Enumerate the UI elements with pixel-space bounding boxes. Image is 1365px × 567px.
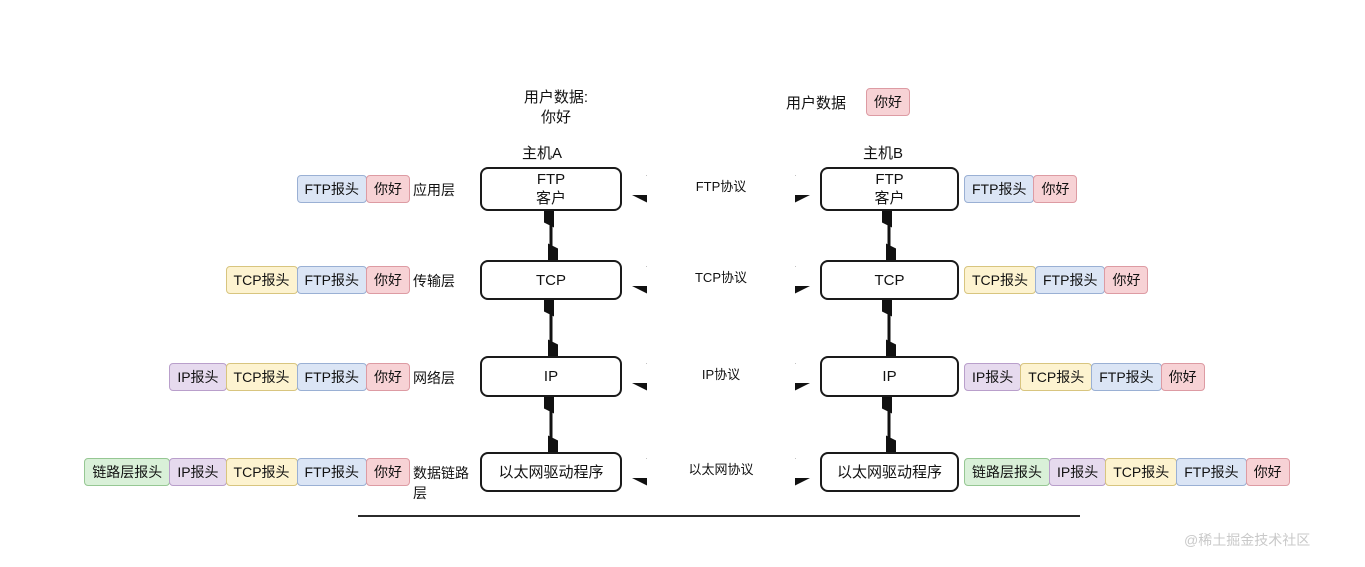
stack-box-line2: 客户	[535, 190, 566, 207]
stack-box-datalink-left[interactable]: 以太网驱动程序	[480, 452, 622, 492]
packet-segment-data: 你好	[366, 362, 410, 391]
stack-box-line1: FTP	[536, 171, 566, 188]
packet-segment-data: 你好	[1104, 266, 1149, 294]
packet-segment-tcp: TCP报头	[225, 362, 298, 391]
packet-chain-application-left: FTP报头你好	[0, 175, 410, 203]
packet-chain-application-right: FTP报头你好	[964, 175, 1364, 203]
packet-segment-tcp: TCP报头	[225, 266, 298, 294]
packet-segment-ftp: FTP报头	[1176, 458, 1247, 486]
vertical-arrow-right-1	[882, 300, 896, 356]
packet-segment-tcp: TCP报头	[1020, 362, 1093, 391]
packet-segment-tcp: TCP报头	[1105, 458, 1178, 486]
bottom-divider	[358, 515, 1080, 517]
protocol-label-network: IP协议	[622, 363, 820, 383]
packet-segment-ip: IP报头	[169, 458, 227, 486]
packet-segment-ftp: FTP报头	[1035, 266, 1106, 294]
stack-box-line2: 客户	[874, 190, 905, 207]
host-b-label: 主机B	[863, 145, 904, 162]
stack-box-transport-right[interactable]: TCP	[820, 260, 959, 300]
layer-label-application: 应用层	[413, 182, 455, 198]
stack-box-application-right[interactable]: FTP 客户	[820, 167, 959, 211]
protocol-label-application: FTP协议	[622, 176, 820, 195]
packet-segment-ip: IP报头	[964, 362, 1022, 391]
stack-box-line1: IP	[543, 368, 559, 385]
packet-segment-data: 你好	[366, 175, 410, 203]
host-a-label: 主机A	[522, 145, 563, 162]
stack-box-line1: 以太网驱动程序	[498, 463, 604, 481]
packet-segment-data: 你好	[366, 458, 410, 486]
packet-segment-data: 你好	[366, 266, 410, 294]
packet-segment-data: 你好	[1245, 458, 1290, 486]
protocol-arrow-network: IP协议	[622, 362, 820, 392]
user-data-right-payload: 你好	[866, 88, 910, 116]
user-data-left-label: 用户数据: 你好	[523, 89, 589, 126]
packet-segment-link: 链路层报头	[84, 458, 171, 486]
protocol-label-transport: TCP协议	[622, 267, 820, 286]
packet-segment-tcp: TCP报头	[964, 266, 1036, 294]
stack-box-line1: 以太网驱动程序	[836, 463, 942, 481]
packet-segment-ftp: FTP报头	[964, 175, 1035, 203]
vertical-arrow-left-0	[544, 211, 558, 260]
layer-label-transport: 传输层	[413, 273, 455, 289]
stack-box-transport-left[interactable]: TCP	[480, 260, 622, 300]
packet-segment-ip: IP报头	[1049, 458, 1107, 486]
protocol-arrow-datalink: 以太网协议	[622, 457, 820, 487]
layer-label-datalink: 数据链路层	[413, 465, 469, 501]
protocol-arrow-application: FTP协议	[622, 174, 820, 204]
packet-segment-ftp: FTP报头	[296, 362, 367, 391]
stack-box-line1: TCP	[536, 271, 566, 289]
stack-box-network-right[interactable]: IP	[820, 356, 959, 397]
vertical-arrow-left-2	[544, 397, 558, 452]
stack-box-line1: TCP	[874, 271, 905, 289]
vertical-arrow-left-1	[544, 300, 558, 356]
vertical-arrow-right-2	[882, 397, 896, 452]
packet-segment-ftp: FTP报头	[296, 266, 367, 294]
stack-box-datalink-right[interactable]: 以太网驱动程序	[820, 452, 959, 492]
stack-box-network-left[interactable]: IP	[480, 356, 622, 397]
packet-segment-data: 你好	[1160, 362, 1205, 391]
vertical-arrow-right-0	[882, 211, 896, 260]
user-data-right-label: 用户数据	[786, 95, 847, 112]
stack-box-application-left[interactable]: FTP 客户	[480, 167, 622, 211]
packet-segment-tcp: TCP报头	[225, 458, 298, 486]
packet-segment-link: 链路层报头	[964, 458, 1050, 486]
protocol-arrow-transport: TCP协议	[622, 265, 820, 295]
payload-segment: 你好	[866, 88, 910, 116]
stack-box-line1: IP	[882, 368, 897, 385]
protocol-label-datalink: 以太网协议	[622, 459, 820, 478]
packet-segment-ip: IP报头	[169, 362, 227, 391]
stack-box-line1: FTP	[875, 171, 904, 188]
packet-segment-ftp: FTP报头	[1091, 362, 1162, 391]
layer-label-network: 网络层	[413, 369, 455, 386]
watermark: @稀土掘金技术社区	[1184, 532, 1311, 548]
packet-segment-data: 你好	[1033, 175, 1078, 203]
packet-segment-ftp: FTP报头	[296, 458, 367, 486]
packet-segment-ftp: FTP报头	[296, 175, 367, 203]
